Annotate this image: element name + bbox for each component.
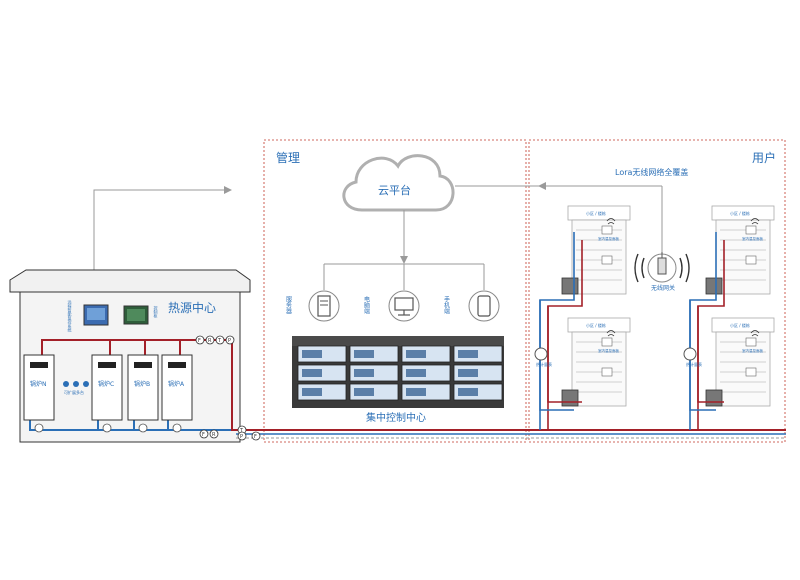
- svg-text:P: P: [240, 434, 243, 440]
- svg-text:T: T: [239, 428, 244, 434]
- video-wall-screen: [297, 345, 347, 363]
- video-wall-screen: [453, 383, 503, 401]
- boiler-label: 锅炉N: [30, 380, 47, 388]
- boiler-unit: 锅炉B: [127, 354, 159, 433]
- pipe-badge: P: [225, 335, 235, 345]
- heat-meter-left: [534, 347, 548, 361]
- video-wall-screen: [349, 364, 399, 382]
- pipe-badge: P: [237, 431, 247, 441]
- phone-icon: [468, 290, 500, 322]
- heat-source-title: 热源中心: [168, 300, 216, 315]
- video-wall-screen: [401, 345, 451, 363]
- control-center-photo: [292, 336, 504, 408]
- device-label-server: 服务器: [285, 296, 292, 315]
- pump-icon: [172, 423, 182, 433]
- pump-icon: [34, 423, 44, 433]
- svg-text:F: F: [198, 338, 201, 344]
- svg-text:F: F: [202, 432, 205, 438]
- data-links: [93, 182, 663, 300]
- boiler-unit: 锅炉C: [91, 354, 123, 433]
- computer-icon: [388, 290, 420, 322]
- svg-text:室内温控面板: 室内温控面板: [598, 348, 619, 353]
- device-label-phone: 手机端: [443, 295, 450, 315]
- pump-icon: [102, 423, 112, 433]
- pipe-badge: F: [199, 429, 209, 439]
- boiler-unit: 锅炉N: [23, 354, 55, 433]
- svg-text:室内温控面板: 室内温控面板: [742, 236, 763, 241]
- gateway-label: 无线网关: [651, 284, 675, 292]
- antenna-icon: [647, 252, 677, 283]
- pipe-badge: F: [251, 431, 261, 441]
- controller-label: 远程智能监控系统: [68, 299, 73, 333]
- wifi-icon: [634, 253, 690, 283]
- meter-label-right: 热计量表: [686, 361, 702, 367]
- extend-dots: [63, 381, 89, 387]
- boiler-label: 锅炉C: [98, 380, 114, 388]
- device-label-computer: 电脑端: [363, 295, 370, 315]
- control-center-label: 集中控制中心: [366, 411, 426, 424]
- video-wall-screen: [453, 345, 503, 363]
- user-region: [528, 139, 786, 443]
- svg-text:R: R: [212, 432, 216, 438]
- video-wall-screen: [349, 345, 399, 363]
- cloud-label: 云平台: [378, 183, 411, 197]
- video-wall-screen: [297, 364, 347, 382]
- boiler-label: 锅炉A: [168, 380, 185, 388]
- lora-label: Lora无线网络全覆盖: [615, 167, 688, 177]
- svg-text:小区 / 楼栋: 小区 / 楼栋: [730, 210, 750, 216]
- svg-text:小区 / 楼栋: 小区 / 楼栋: [586, 210, 606, 216]
- cloud-icon: [342, 154, 455, 212]
- control-panel: [123, 305, 149, 325]
- boiler-label: 锅炉B: [134, 380, 150, 388]
- svg-text:小区 / 楼栋: 小区 / 楼栋: [730, 322, 750, 328]
- main-pipes: [231, 340, 786, 439]
- video-wall-screen: [401, 364, 451, 382]
- pipe-badge: R: [205, 335, 215, 345]
- video-wall-screen: [297, 383, 347, 401]
- svg-text:室内温控面板: 室内温控面板: [742, 348, 763, 353]
- pipe-badge: R: [209, 429, 219, 439]
- pipe-badge: T: [215, 335, 225, 345]
- video-wall-screen: [401, 383, 451, 401]
- svg-text:T: T: [217, 338, 222, 344]
- video-wall-screen: [349, 383, 399, 401]
- management-region: [263, 139, 527, 443]
- meter-label-left: 热计量表: [536, 361, 552, 367]
- extend-label: 可扩展多台: [64, 389, 84, 395]
- server-icon: [308, 290, 340, 322]
- boiler-unit: 锅炉A: [161, 354, 193, 433]
- video-wall-screen: [453, 364, 503, 382]
- heat-meter-right: [683, 347, 697, 361]
- svg-text:R: R: [208, 338, 212, 344]
- svg-text:F: F: [254, 434, 257, 440]
- pump-icon: [138, 423, 148, 433]
- svg-text:室内温控面板: 室内温控面板: [598, 236, 619, 241]
- controller-screen: [83, 304, 109, 326]
- pipe-badge: F: [195, 335, 205, 345]
- panel-label: 控制柜: [154, 305, 159, 319]
- user-pipes: [539, 232, 725, 430]
- user-title: 用户: [752, 150, 776, 165]
- management-title: 管理: [276, 150, 300, 165]
- svg-text:小区 / 楼栋: 小区 / 楼栋: [586, 322, 606, 328]
- svg-text:P: P: [228, 338, 231, 344]
